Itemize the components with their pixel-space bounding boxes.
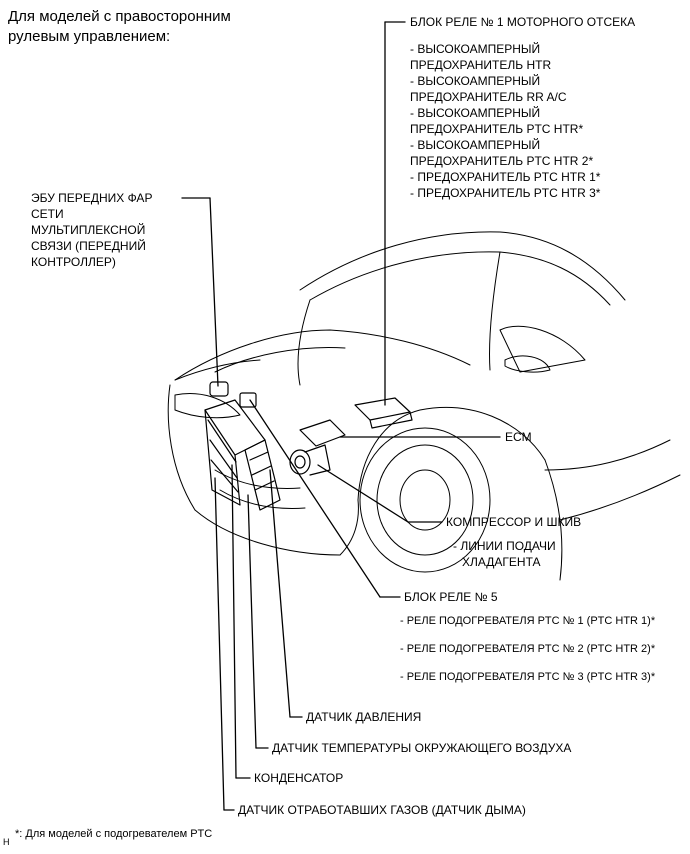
- headlamp-ecu-line: СВЯЗИ (ПЕРЕДНИЙ: [31, 239, 146, 253]
- list-item: - ВЫСОКОАМПЕРНЫЙ: [410, 42, 541, 56]
- ecm-label: ECM: [505, 430, 532, 444]
- list-item: - ПРЕДОХРАНИТЕЛЬ PTC HTR 1*: [410, 170, 601, 184]
- header-line-2: рулевым управлением:: [8, 28, 171, 45]
- condenser-label: КОНДЕНСАТОР: [254, 771, 344, 785]
- list-item: ПРЕДОХРАНИТЕЛЬ PTC HTR*: [410, 122, 584, 136]
- compressor-sub-1: - ЛИНИИ ПОДАЧИ: [453, 539, 556, 553]
- headlamp-ecu-line: МУЛЬТИПЛЕКСНОЙ: [31, 223, 146, 237]
- relay-block-5-item: - РЕЛЕ ПОДОГРЕВАТЕЛЯ PTC № 1 (PTC HTR 1)…: [400, 615, 656, 627]
- ambient-sensor-label: ДАТЧИК ТЕМПЕРАТУРЫ ОКРУЖАЮЩЕГО ВОЗДУХА: [272, 741, 572, 755]
- leader-lines: [181, 21, 501, 811]
- headlamp-ecu-label: ЭБУ ПЕРЕДНИХ ФАР СЕТИ МУЛЬТИПЛЕКСНОЙ СВЯ…: [31, 190, 152, 270]
- corner-mark: H: [3, 837, 10, 847]
- car-outline: [167, 231, 681, 581]
- pressure-sensor-label: ДАТЧИК ДАВЛЕНИЯ: [306, 710, 422, 724]
- header-line-1: Для моделей с правосторонним: [8, 8, 231, 25]
- relay-block-5-item: - РЕЛЕ ПОДОГРЕВАТЕЛЯ PTC № 2 (PTC HTR 2)…: [400, 643, 656, 655]
- components: [204, 381, 413, 511]
- footnote: *: Для моделей с подогревателем PTC: [15, 828, 213, 840]
- list-item: ПРЕДОХРАНИТЕЛЬ PTC HTR 2*: [410, 154, 594, 168]
- headlamp-ecu-line: КОНТРОЛЛЕР): [31, 255, 116, 269]
- list-item: - ВЫСОКОАМПЕРНЫЙ: [410, 138, 541, 152]
- header-note: Для моделей с правосторонним рулевым упр…: [8, 7, 231, 47]
- compressor-sub-2: ХЛАДАГЕНТА: [462, 555, 541, 569]
- relay-block-1-list: - ВЫСОКОАМПЕРНЫЙ ПРЕДОХРАНИТЕЛЬ HTR - ВЫ…: [410, 41, 635, 201]
- list-item: ПРЕДОХРАНИТЕЛЬ HTR: [410, 58, 552, 72]
- relay-block-5-item: - РЕЛЕ ПОДОГРЕВАТЕЛЯ PTC № 3 (PTC HTR 3)…: [400, 671, 656, 683]
- compressor-label: КОМПРЕССОР И ШКИВ - ЛИНИИ ПОДАЧИ ХЛАДАГЕ…: [446, 514, 581, 570]
- list-item: - ПРЕДОХРАНИТЕЛЬ PTC HTR 3*: [410, 186, 601, 200]
- relay-block-1-label: БЛОК РЕЛЕ № 1 МОТОРНОГО ОТСЕКА - ВЫСОКОА…: [410, 14, 635, 201]
- relay-block-1-title: БЛОК РЕЛЕ № 1 МОТОРНОГО ОТСЕКА: [410, 15, 636, 29]
- exhaust-sensor-label: ДАТЧИК ОТРАБОТАВШИХ ГАЗОВ (ДАТЧИК ДЫМА): [238, 803, 526, 817]
- list-item: ПРЕДОХРАНИТЕЛЬ RR A/C: [410, 90, 567, 104]
- list-item: - ВЫСОКОАМПЕРНЫЙ: [410, 106, 541, 120]
- compressor-title: КОМПРЕССОР И ШКИВ: [446, 515, 582, 529]
- list-item: - ВЫСОКОАМПЕРНЫЙ: [410, 74, 541, 88]
- headlamp-ecu-line: СЕТИ: [31, 207, 64, 221]
- relay-block-5-title: БЛОК РЕЛЕ № 5: [404, 590, 498, 604]
- headlamp-ecu-line: ЭБУ ПЕРЕДНИХ ФАР: [31, 191, 153, 205]
